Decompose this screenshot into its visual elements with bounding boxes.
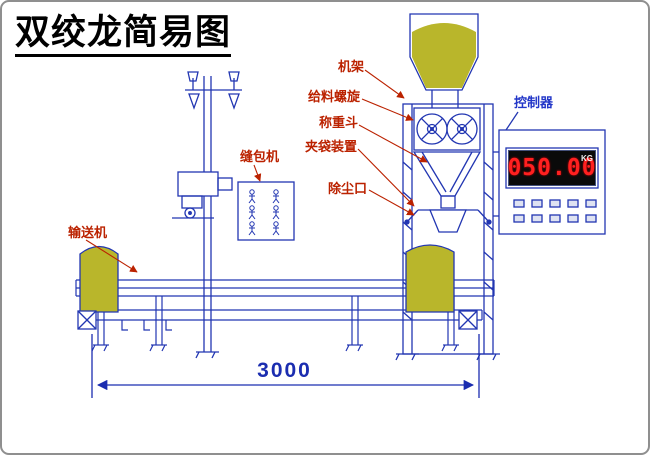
top-hopper (409, 13, 479, 108)
label-frame: 机架 (338, 59, 365, 74)
page-title: 双绞龙简易图 (15, 13, 232, 57)
label-feed-screw: 给料螺旋 (308, 89, 361, 104)
label-controller: 控制器 (514, 95, 554, 110)
bag-clamp-device (404, 209, 492, 233)
weight-display-unit: KG (581, 154, 593, 163)
label-sewing-machine: 缝包机 (240, 149, 280, 164)
label-bag-clamp: 夹袋装置 (305, 139, 358, 154)
weigh-hopper (412, 151, 482, 209)
bag-under-clamp (405, 244, 455, 313)
bearing-box-right (458, 310, 478, 330)
label-leader-lines (85, 69, 428, 273)
sewing-machine-stand (185, 71, 242, 359)
weight-display: 050.00 KG (507, 150, 597, 186)
bearing-box-left (77, 310, 97, 330)
label-conveyor: 输送机 (68, 225, 108, 240)
label-dust-port: 除尘口 (328, 181, 368, 196)
label-weigh-hopper: 称重斗 (319, 115, 359, 130)
weight-display-value: 050.00 (507, 155, 597, 181)
dimension-3000 (91, 334, 480, 398)
bag-on-conveyor (79, 245, 119, 313)
sewing-machine-head (172, 171, 233, 219)
dimension-value: 3000 (257, 359, 312, 382)
feed-screws (413, 107, 481, 151)
conveyor-legs (91, 296, 459, 352)
control-panel-box (237, 181, 295, 241)
